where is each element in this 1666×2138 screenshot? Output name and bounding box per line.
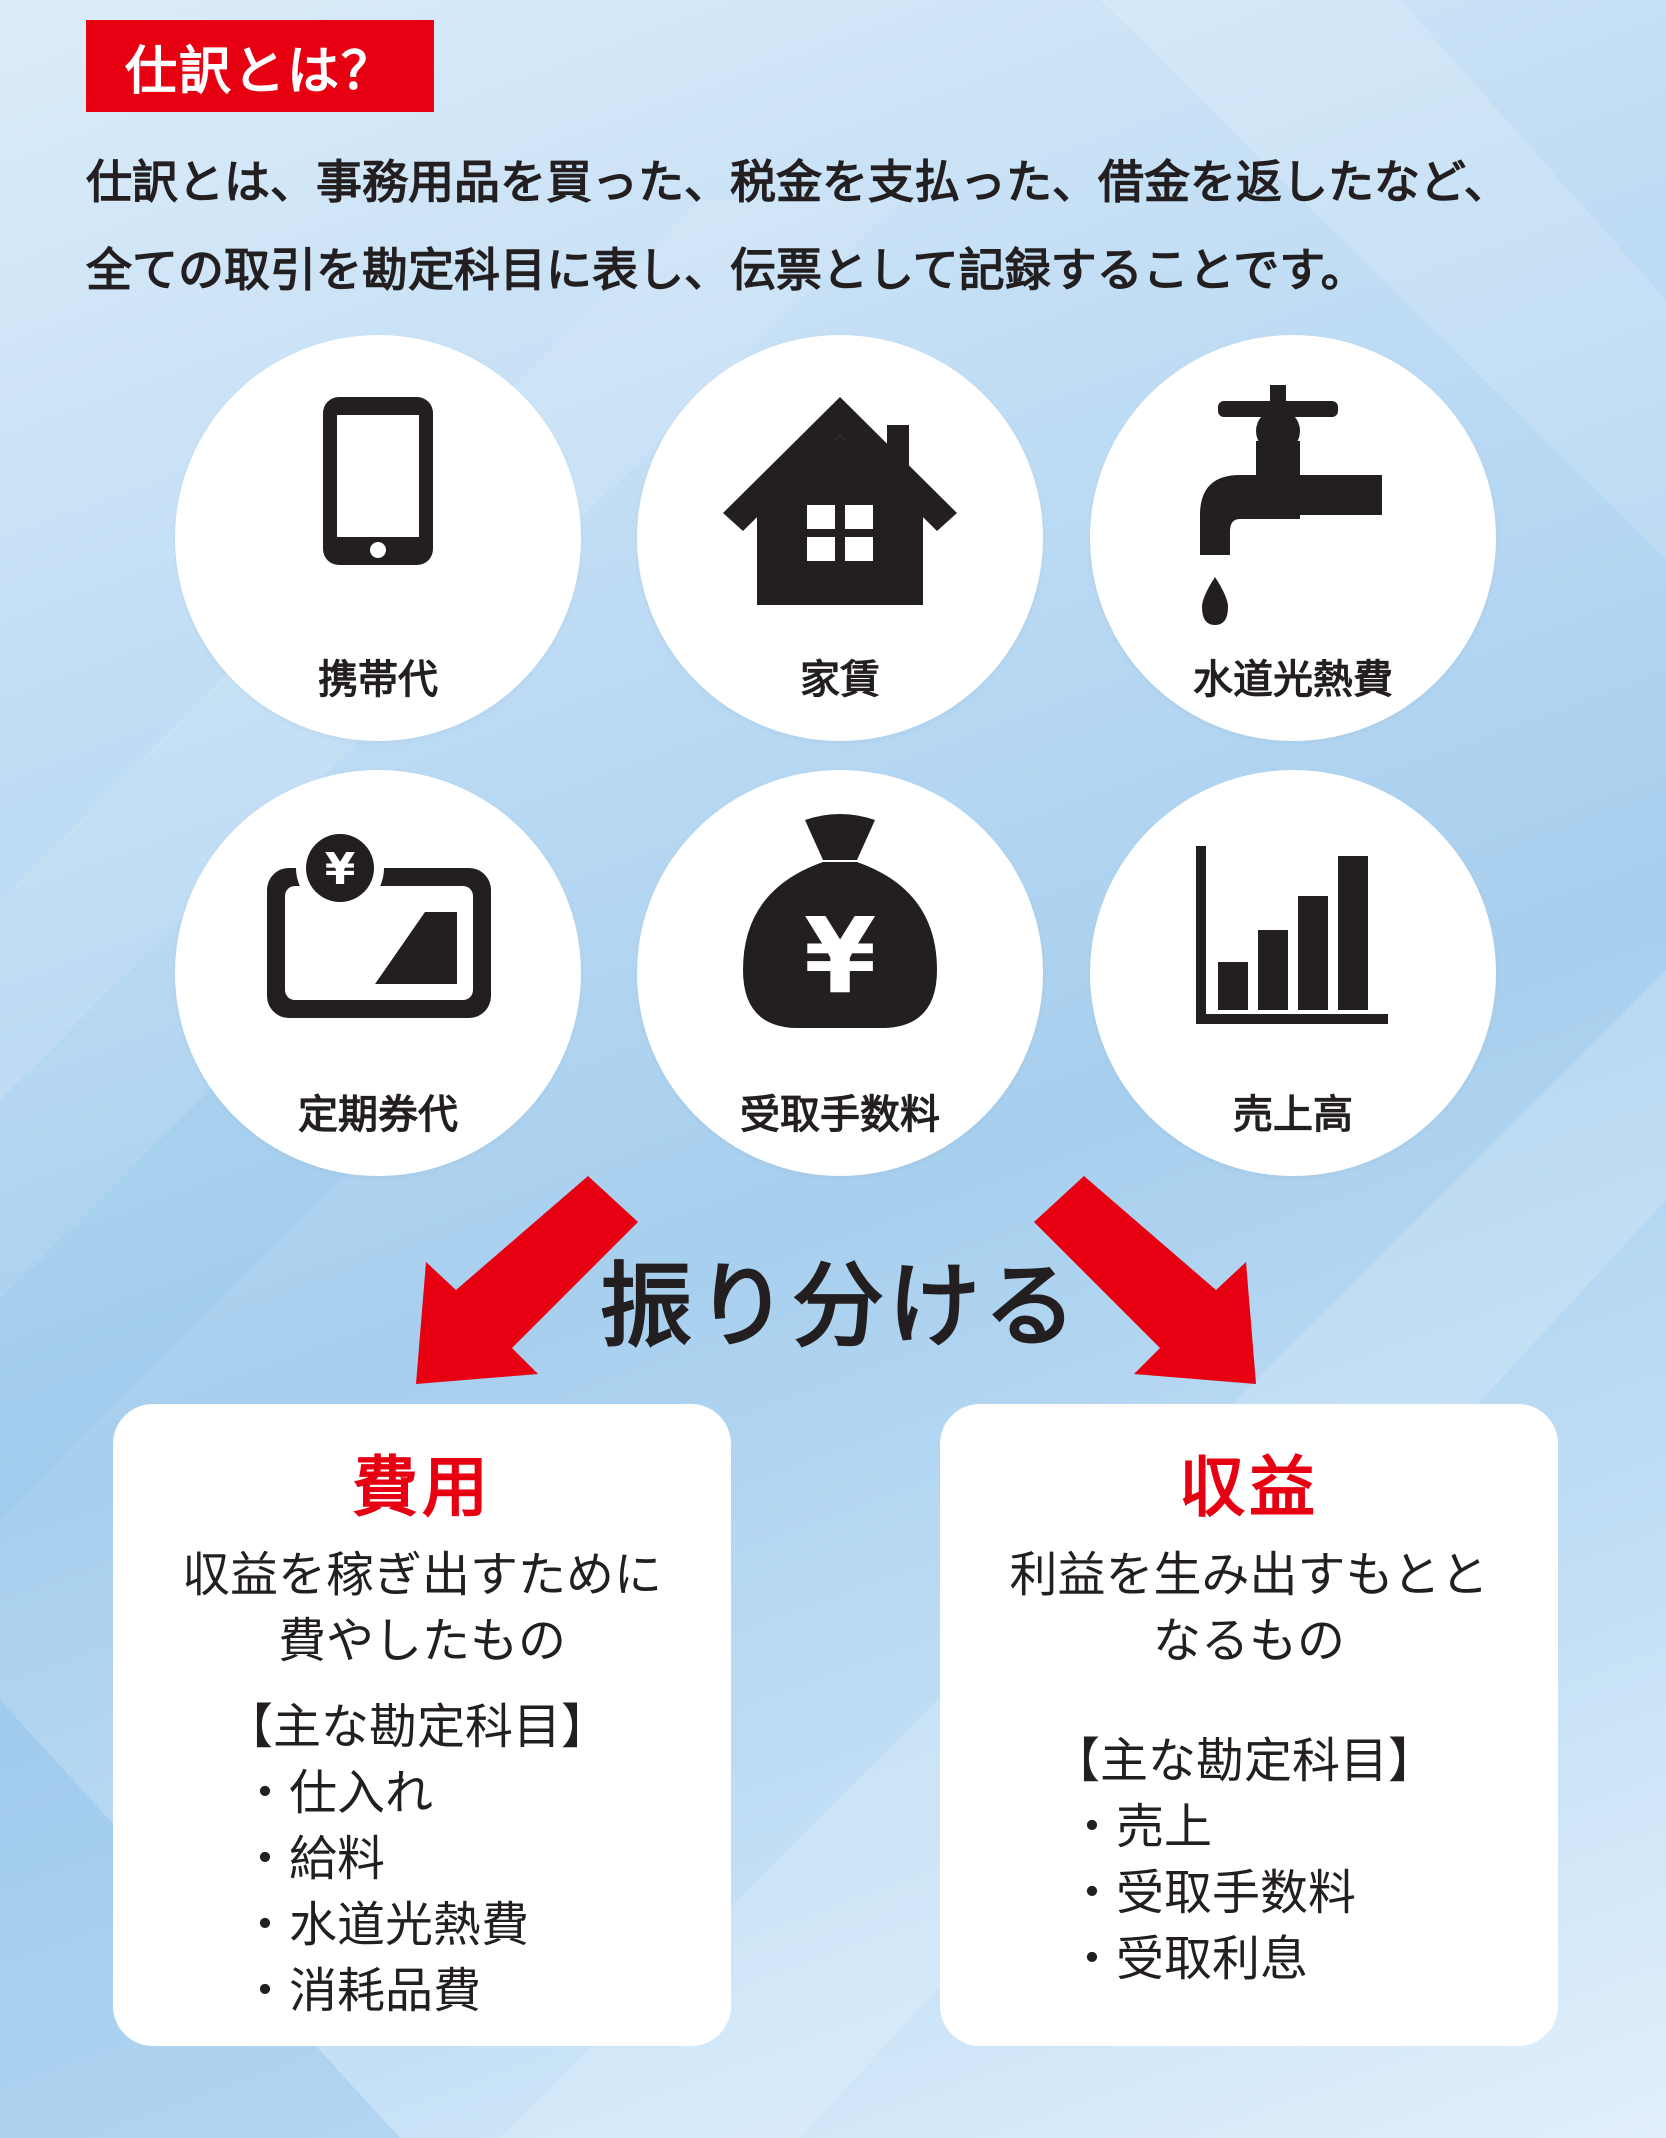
circle-fees: ¥ 受取手数料 [637, 770, 1043, 1176]
revenue-account-list: 【主な勘定科目】 ・売上 ・受取手数料 ・受取利息 [1052, 1728, 1558, 1992]
circle-commuter: ¥ 定期券代 [175, 770, 581, 1176]
list-item: ・売上 [1068, 1799, 1213, 1855]
list-item: ・受取手数料 [1068, 1865, 1357, 1921]
faucet-icon [1200, 385, 1382, 625]
circle-label-rent: 家賃 [800, 657, 880, 703]
intro-text: 仕訳とは、事務用品を買った、税金を支払った、借金を返したなど、 全ての取引を勘定… [86, 138, 1626, 314]
section-badge: 仕訳とは？ [86, 20, 434, 112]
revenue-description: 利益を生み出すもとと なるもの [940, 1542, 1558, 1674]
revenue-card: 収益 利益を生み出すもとと なるもの 【主な勘定科目】 ・売上 ・受取手数料 ・… [940, 1404, 1558, 2046]
svg-text:¥: ¥ [325, 844, 356, 895]
bar-chart-icon [1196, 846, 1388, 1024]
circle-label-fees: 受取手数料 [740, 1092, 940, 1138]
circle-sales: 売上高 [1090, 770, 1496, 1176]
expense-title: 費用 [352, 1449, 492, 1526]
smartphone-icon [323, 397, 433, 565]
svg-text:¥: ¥ [804, 895, 876, 1017]
money-bag-icon: ¥ [743, 814, 937, 1028]
commuter-pass-icon: ¥ [267, 824, 491, 1018]
list-item: ・受取利息 [1068, 1931, 1309, 1987]
list-item: ・消耗品費 [241, 1963, 482, 2019]
list-item: ・仕入れ [241, 1765, 434, 1821]
circle-utilities: 水道光熱費 [1090, 335, 1496, 741]
intro-line-2: 全ての取引を勘定科目に表し、伝票として記録することです。 [86, 243, 1367, 297]
arrow-down-right-icon [1034, 1176, 1256, 1384]
circle-label-commuter: 定期券代 [298, 1092, 458, 1138]
revenue-title: 収益 [1179, 1449, 1319, 1526]
circle-label-utilities: 水道光熱費 [1193, 657, 1393, 703]
expense-desc-line-2: 費やしたもの [277, 1613, 566, 1669]
revenue-list-heading: 【主な勘定科目】 [1052, 1733, 1437, 1789]
expense-desc-line-1: 収益を稼ぎ出すために [181, 1547, 662, 1603]
house-icon [723, 397, 957, 605]
list-item: ・水道光熱費 [241, 1897, 530, 1953]
circle-label-mobile: 携帯代 [318, 657, 438, 703]
expense-list-heading: 【主な勘定科目】 [225, 1699, 610, 1755]
intro-line-1: 仕訳とは、事務用品を買った、税金を支払った、借金を返したなど、 [86, 155, 1510, 209]
circle-mobile: 携帯代 [175, 335, 581, 741]
arrow-down-left-icon [416, 1176, 638, 1384]
expense-description: 収益を稼ぎ出すために 費やしたもの [113, 1542, 731, 1674]
expense-account-list: 【主な勘定科目】 ・仕入れ ・給料 ・水道光熱費 ・消耗品費 [225, 1694, 731, 2024]
expense-card: 費用 収益を稼ぎ出すために 費やしたもの 【主な勘定科目】 ・仕入れ ・給料 ・… [113, 1404, 731, 2046]
circle-label-sales: 売上高 [1233, 1092, 1353, 1138]
revenue-desc-line-2: なるもの [1152, 1613, 1345, 1669]
revenue-desc-line-1: 利益を生み出すもとと [1009, 1547, 1489, 1603]
center-heading: 振り分ける [599, 1253, 1080, 1360]
list-item: ・給料 [241, 1831, 386, 1887]
circle-rent: 家賃 [637, 335, 1043, 741]
